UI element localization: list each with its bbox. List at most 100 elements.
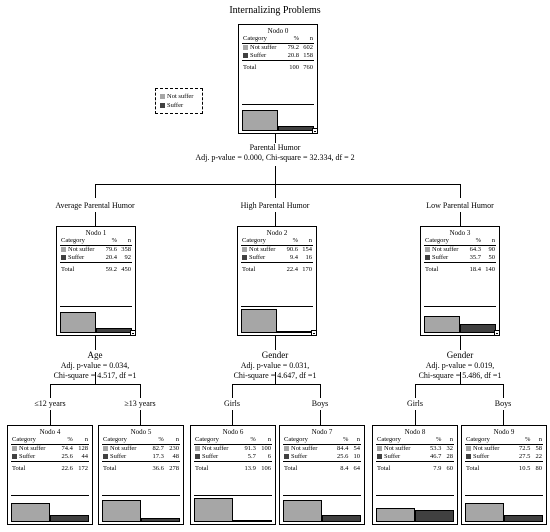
bar-not-suffer [11, 503, 50, 522]
not-suffer-swatch-icon [61, 247, 66, 253]
bar-not-suffer [102, 500, 141, 522]
branch-label-high: High Parental Humor [240, 201, 310, 210]
bar-suffer [460, 324, 496, 333]
connector [460, 336, 461, 350]
split-stat: Chi-square = 4.517, df =1 [53, 371, 137, 380]
not-suffer-swatch-icon [160, 94, 165, 100]
suffer-swatch-icon [103, 454, 108, 460]
connector [275, 133, 276, 143]
node-title: Nodo 9 [493, 428, 515, 436]
node-bar-chart [241, 306, 313, 333]
suffer-swatch-icon [195, 454, 200, 460]
connector [95, 372, 96, 384]
col-pct: % [102, 237, 118, 246]
node-title: Nodo 4 [39, 428, 61, 436]
node-title: Nodo 0 [267, 27, 289, 35]
split-label-node2: Gender Adj. p-value = 0.031, Chi-square … [200, 350, 350, 381]
not-suffer-swatch-icon [377, 446, 382, 452]
root-split-variable: Parental Humor [249, 143, 301, 152]
connector [140, 410, 141, 425]
not-suffer-swatch-icon [425, 247, 430, 253]
not-suffer-swatch-icon [195, 446, 200, 452]
bar-not-suffer [60, 312, 96, 333]
bar-not-suffer [194, 498, 233, 522]
suffer-swatch-icon [243, 53, 248, 59]
bar-suffer [504, 515, 543, 522]
connector [503, 384, 504, 398]
col-category: Category [60, 237, 103, 246]
node-bar-chart [465, 495, 543, 522]
split-label-node3: Gender Adj. p-value = 0.019, Chi-square … [385, 350, 535, 381]
col-pct: % [239, 436, 257, 445]
suffer-swatch-icon [242, 255, 247, 261]
bar-suffer [233, 520, 272, 522]
connector [275, 372, 276, 384]
node-bar-chart [102, 495, 180, 522]
connector [232, 384, 233, 398]
col-category: Category [102, 436, 148, 445]
bar-suffer [96, 328, 132, 333]
connector [415, 384, 416, 398]
col-pct: % [466, 237, 482, 246]
collapse-minus-icon[interactable] [312, 128, 318, 134]
node-bar-chart [11, 495, 89, 522]
col-category: Category [241, 237, 284, 246]
connector [275, 166, 276, 184]
connector [320, 410, 321, 425]
connector [232, 384, 320, 385]
bar-not-suffer [424, 316, 460, 333]
suffer-swatch-icon [12, 454, 17, 460]
node-title: Nodo 8 [404, 428, 426, 436]
col-pct: % [331, 436, 350, 445]
connector [275, 212, 276, 226]
col-pct: % [147, 436, 165, 445]
node-title: Nodo 2 [266, 229, 288, 237]
connector [415, 410, 416, 425]
branch-label-low: Low Parental Humor [426, 201, 494, 210]
collapse-minus-icon[interactable] [494, 330, 500, 336]
not-suffer-swatch-icon [12, 446, 17, 452]
connector [232, 410, 233, 425]
not-suffer-swatch-icon [284, 446, 289, 452]
col-n: n [482, 237, 496, 246]
suffer-swatch-icon [284, 454, 289, 460]
connector [320, 384, 321, 398]
suffer-swatch-icon [466, 454, 471, 460]
table-header-row: Category%n [424, 237, 496, 246]
suffer-swatch-icon [377, 454, 382, 460]
bar-suffer [415, 510, 454, 522]
collapse-minus-icon[interactable] [130, 330, 136, 336]
connector [275, 184, 276, 198]
col-category: Category [376, 436, 425, 445]
node-bar-chart [194, 495, 272, 522]
collapse-minus-icon[interactable] [311, 330, 317, 336]
not-suffer-swatch-icon [243, 45, 248, 51]
